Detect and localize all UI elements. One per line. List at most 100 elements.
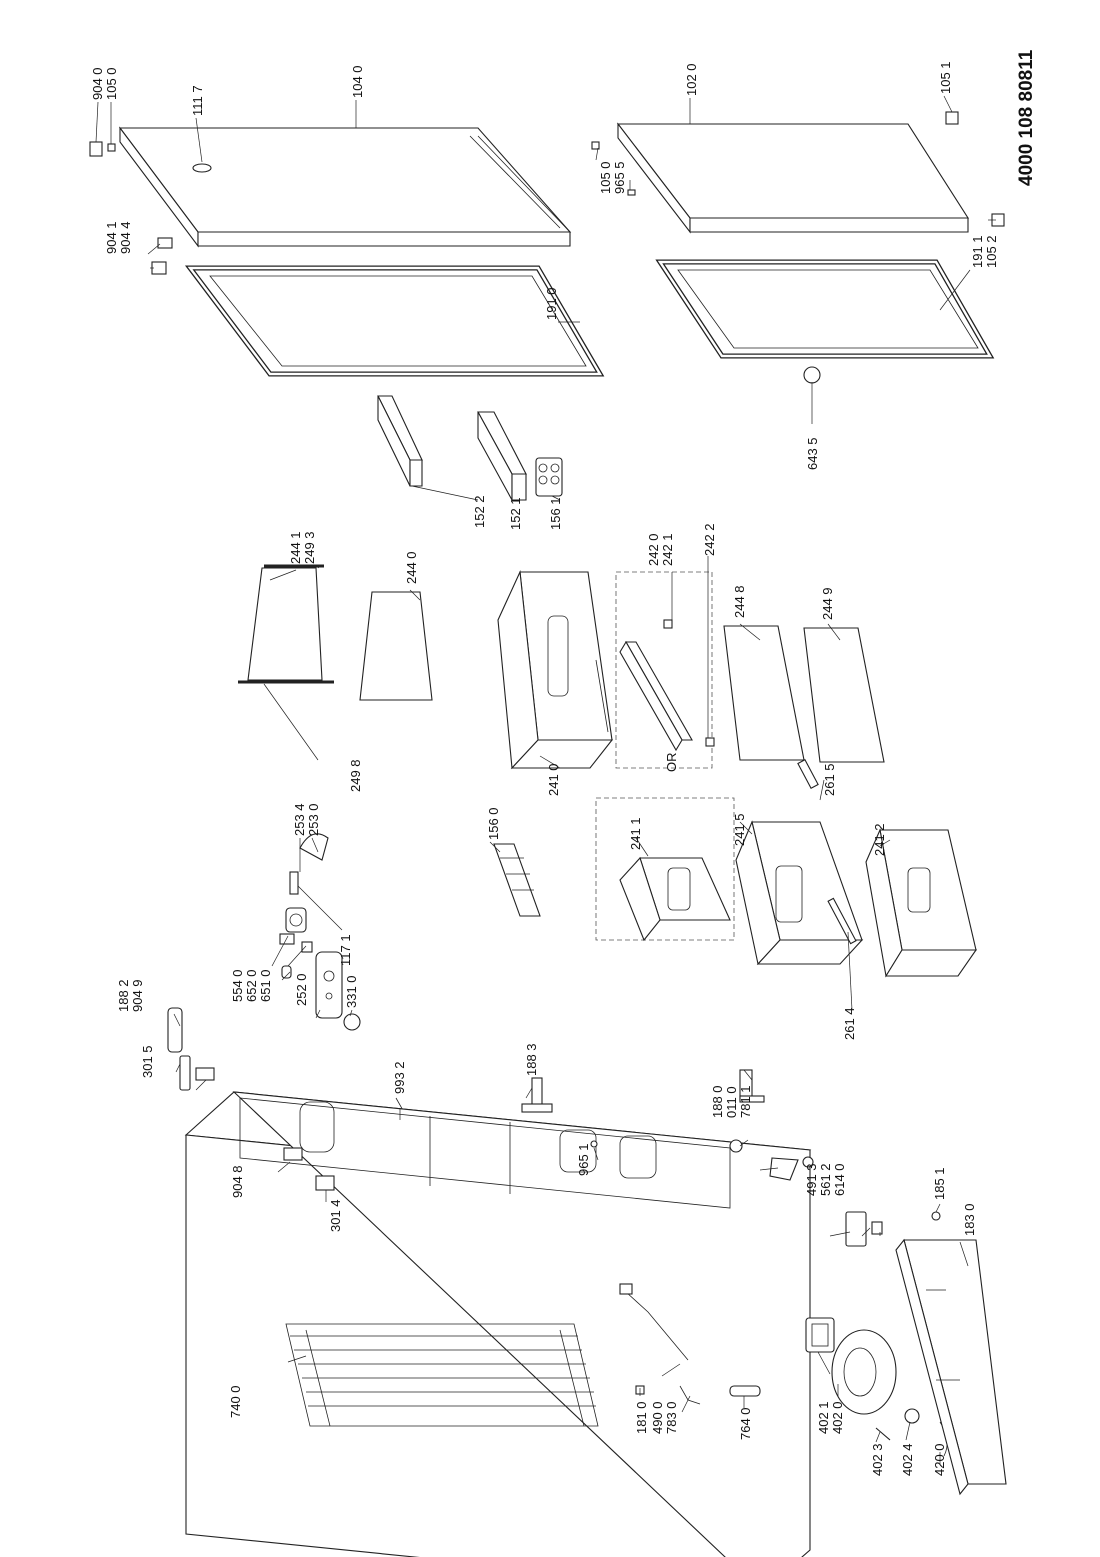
alternative-or-label: OR — [664, 753, 679, 773]
part-label: 904 4 — [118, 221, 133, 254]
cabinet-cover-upper — [195, 1067, 215, 1081]
drawer-front-panel — [619, 640, 693, 752]
part-label: 188 2 — [116, 979, 131, 1012]
cable-plug — [619, 1283, 633, 1295]
thermostat-assembly — [279, 907, 307, 945]
lower-door-gasket — [655, 259, 995, 359]
part-label: 301 4 — [328, 1199, 343, 1232]
part-label: 402 0 — [830, 1401, 845, 1434]
part-label: 105 0 — [104, 67, 119, 100]
glass-shelf-upper — [238, 564, 334, 684]
cable-grommet — [931, 1211, 941, 1221]
part-label: 643 5 — [805, 437, 820, 470]
part-label: 242 2 — [702, 523, 717, 556]
compressor-base — [895, 1238, 1007, 1496]
cabinet-foot-rear — [802, 1156, 814, 1168]
part-label: 652 0 — [244, 969, 259, 1002]
cabinet-cover-lower — [315, 1175, 335, 1191]
part-label: 740 0 — [228, 1385, 243, 1418]
part-label: 242 1 — [660, 533, 675, 566]
part-label: 191 1 — [970, 235, 985, 268]
part-label: 301 5 — [140, 1045, 155, 1078]
part-labels: 904 0 105 0 111 7 104 0 102 0 105 1 105 … — [90, 61, 999, 1476]
part-label: 188 3 — [524, 1043, 539, 1076]
lamp-bulb — [281, 965, 292, 979]
part-label: 152 1 — [508, 497, 523, 530]
part-label: 904 1 — [104, 221, 119, 254]
ice-tray — [493, 843, 541, 917]
hinge-cover-top — [167, 1007, 183, 1053]
part-label: 249 8 — [348, 759, 363, 792]
lower-door — [616, 122, 970, 234]
part-label: 241 2 — [872, 823, 887, 856]
leader-lines — [95, 95, 996, 1464]
part-label: 011 0 — [724, 1086, 739, 1118]
part-label: 904 8 — [230, 1165, 245, 1198]
drawer-clip-a — [663, 619, 673, 629]
upper-door-bracket-b — [151, 261, 167, 275]
drier-filter — [729, 1385, 761, 1397]
upper-door-badge — [192, 163, 212, 173]
part-label: 783 0 — [664, 1401, 679, 1434]
door-bin-upper — [377, 395, 423, 487]
condenser — [285, 1323, 599, 1427]
document-number: 4000 108 80811 — [1016, 49, 1037, 186]
lower-door-button — [803, 366, 821, 384]
option-box-upper — [615, 571, 713, 769]
lamp-holder — [301, 941, 313, 953]
electrical-box — [845, 1211, 883, 1247]
cabinet-cover-side — [283, 1147, 303, 1161]
door-bin-lower — [477, 411, 527, 501]
part-label: 261 5 — [822, 763, 837, 796]
power-cable — [625, 1291, 689, 1361]
part-label: 253 0 — [306, 803, 321, 836]
middle-hinge — [521, 1077, 553, 1113]
part-label: 183 0 — [962, 1203, 977, 1236]
part-label: 156 0 — [486, 807, 501, 840]
hinge-bracket-top — [179, 1055, 191, 1091]
part-label: 105 0 — [598, 161, 613, 194]
upper-door-hinge-cap — [89, 141, 103, 157]
option-box-lower — [595, 797, 735, 941]
part-label: 781 1 — [738, 1085, 753, 1118]
part-label: 420 0 — [932, 1443, 947, 1476]
part-label: 241 0 — [546, 763, 561, 796]
part-label: 402 3 — [870, 1443, 885, 1476]
egg-tray — [535, 457, 563, 497]
freezer-drawer-alt — [619, 856, 731, 942]
upper-door — [118, 126, 572, 248]
part-label: 241 5 — [732, 813, 747, 846]
part-label: 252 0 — [294, 973, 309, 1006]
glass-shelf-middle — [359, 591, 433, 701]
part-label: 105 1 — [938, 61, 953, 94]
part-label: 561 2 — [818, 1163, 833, 1196]
drawer-clip-b — [705, 737, 715, 747]
lamp-cover — [299, 833, 329, 861]
bottom-hinge — [739, 1069, 765, 1103]
part-label: 651 0 — [258, 969, 273, 1002]
drain-channel — [769, 1157, 799, 1181]
part-label: 244 1 — [288, 531, 303, 564]
compressor — [831, 1329, 897, 1415]
part-label: 152 2 — [472, 495, 487, 528]
compressor-clip — [875, 1427, 891, 1441]
part-label: 554 0 — [230, 969, 245, 1002]
part-label: 156 1 — [548, 497, 563, 530]
glass-shelf-crisper-a — [723, 625, 805, 761]
part-label: 185 1 — [932, 1167, 947, 1200]
part-label: 244 8 — [732, 585, 747, 618]
part-label: 244 9 — [820, 587, 835, 620]
part-label: 102 0 — [684, 63, 699, 96]
lower-door-hinge-top — [945, 111, 959, 125]
part-label: 188 0 — [710, 1085, 725, 1118]
part-label: 242 0 — [646, 533, 661, 566]
part-label: 191 0 — [544, 287, 559, 320]
part-label: 491 3 — [804, 1163, 819, 1196]
part-label: 181 0 — [634, 1401, 649, 1434]
upper-door-bracket-a — [157, 237, 173, 249]
part-label: 965 5 — [612, 161, 627, 194]
part-label: 402 1 — [816, 1401, 831, 1434]
freezer-drawer-bottom — [865, 828, 978, 978]
